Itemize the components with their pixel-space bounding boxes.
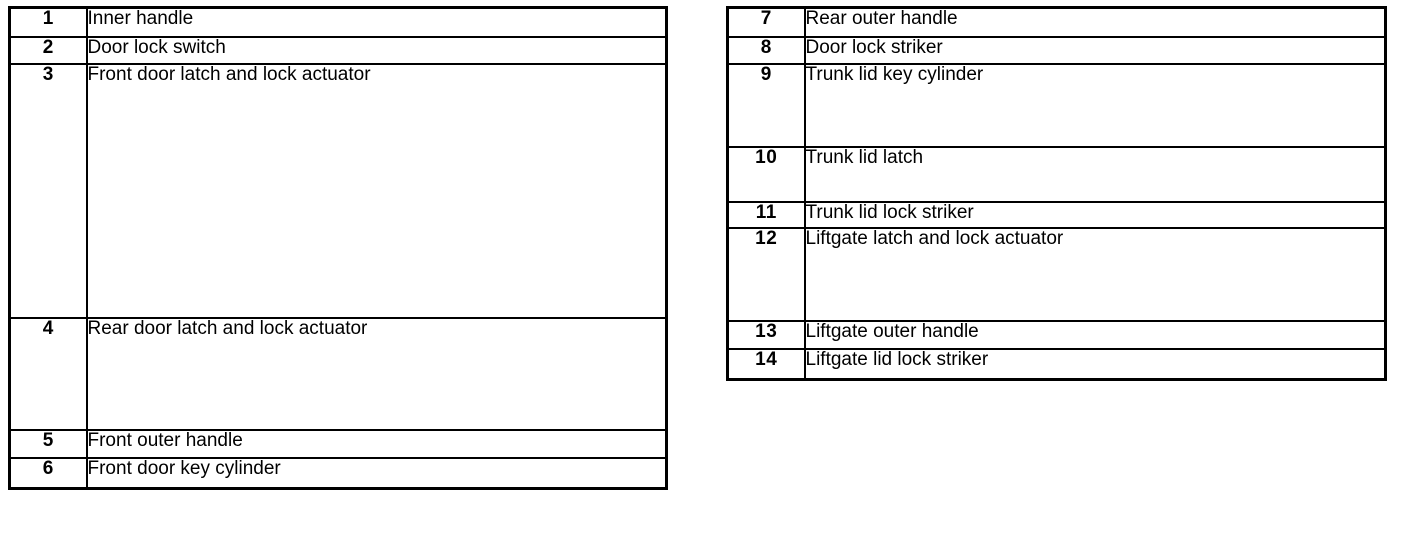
row-label-cell: Front door latch and lock actuator	[85, 63, 668, 319]
row-number-cell: 3	[8, 63, 88, 319]
row-number-cell: 2	[8, 36, 88, 65]
row-label-cell: Trunk lid latch	[803, 146, 1387, 203]
row-number-cell: 4	[8, 317, 88, 431]
row-number-cell: 1	[8, 6, 88, 38]
row-label-cell: Front door key cylinder	[85, 457, 668, 490]
row-number-cell: 9	[726, 63, 806, 148]
row-number-cell: 11	[726, 201, 806, 229]
row-label-cell: Liftgate lid lock striker	[803, 348, 1387, 381]
row-number-cell: 13	[726, 320, 806, 350]
row-label-cell: Liftgate latch and lock actuator	[803, 227, 1387, 322]
row-label-cell: Trunk lid key cylinder	[803, 63, 1387, 148]
row-number-cell: 14	[726, 348, 806, 381]
row-label-cell: Inner handle	[85, 6, 668, 38]
row-label-cell: Trunk lid lock striker	[803, 201, 1387, 229]
row-number-cell: 8	[726, 36, 806, 65]
row-number-cell: 12	[726, 227, 806, 322]
row-label-cell: Rear outer handle	[803, 6, 1387, 38]
row-number-cell: 5	[8, 429, 88, 459]
row-number-cell: 10	[726, 146, 806, 203]
row-label-cell: Door lock switch	[85, 36, 668, 65]
row-label-cell: Front outer handle	[85, 429, 668, 459]
row-label-cell: Rear door latch and lock actuator	[85, 317, 668, 431]
row-number-cell: 7	[726, 6, 806, 38]
row-label-cell: Liftgate outer handle	[803, 320, 1387, 350]
row-label-cell: Door lock striker	[803, 36, 1387, 65]
row-number-cell: 6	[8, 457, 88, 490]
